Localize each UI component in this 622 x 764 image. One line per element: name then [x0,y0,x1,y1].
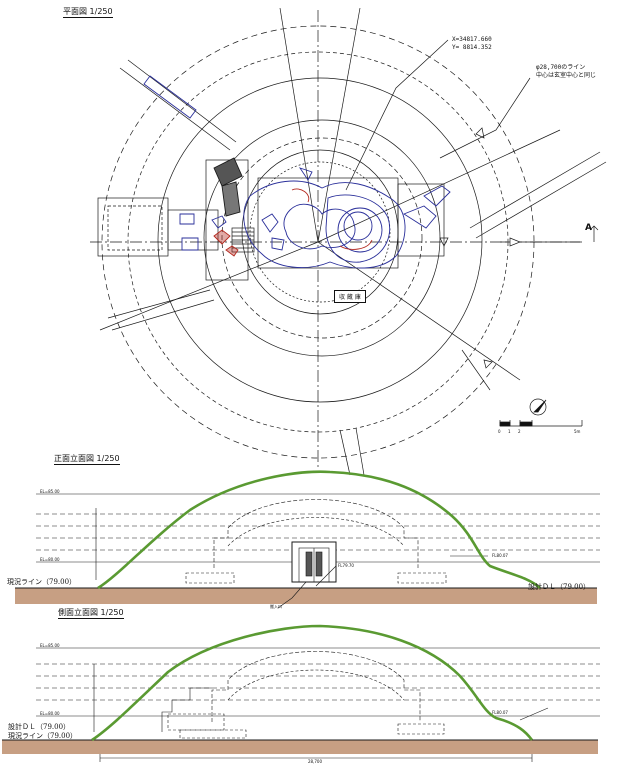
plan-road-lower-left-a [107,289,211,319]
front-ground [15,588,597,604]
section-arrow-icon [509,237,521,247]
plan-entrance-block-3 [167,209,219,251]
plan-radial-1 [317,129,561,243]
plan-right-rect [397,183,445,257]
plan-lower-leader [461,349,491,391]
plan-road-bottom-a [339,429,351,476]
plan-road-upper-left-b [127,59,237,143]
section-mark-label: A [585,223,592,233]
plan-note-leader [439,77,531,159]
front-elevation-title: 正面立面図 1/250 [54,454,120,465]
plan-road-lower-left-b [111,299,215,331]
plan-circle-3 [157,77,483,403]
plan-entrance-block-2 [107,205,163,251]
side-inner-vault [211,651,421,722]
scale-label-1: 1 [508,429,511,434]
front-design-ground-label: 設計ＤＬ（79.00） [528,583,591,591]
plan-coordinate-y: Y= 8814.352 [452,44,492,51]
front-footing-left [185,572,235,584]
front-level-bottom-label: EL=80.00 [40,557,60,562]
plan-radial-4 [317,7,361,243]
plan-radial-5 [279,7,319,243]
plan-marker-triangle-1 [475,127,485,139]
plan-road-right-a [469,151,601,229]
front-level-top-label: EL=85.00 [40,489,60,494]
plan-coordinate-x: X=34817.660 [452,36,492,43]
plan-marker-triangle-2 [439,237,449,247]
side-span-dimension: 28,700 [308,759,322,764]
side-elevation [2,647,600,762]
plan-note-line2: 中心は玄室中心と同じ [536,72,597,79]
front-right-level-label: FL80.07 [492,553,508,558]
plan-road-right-b [475,161,607,239]
side-right-level-label: FL80.07 [492,710,508,715]
side-elevation-title: 側面立面図 1/250 [58,608,124,619]
plan-marker-triangle-3 [483,359,493,369]
plan-building-left [205,159,249,281]
scale-label-2: 2 [518,429,521,434]
plan-stone-debris [143,75,451,269]
front-inner-vault [213,499,419,568]
plan-road-upper-left-a [119,67,231,151]
plan-view [90,7,607,476]
scale-label-0: 0 [498,429,501,434]
plan-radial-2 [317,241,521,381]
plan-note-line1: φ28,700のライン [536,64,586,71]
plan-coord-leader [345,39,449,191]
side-mound-outline [91,624,534,742]
side-ground [2,740,598,754]
scale-label-5m: 5m [574,429,581,434]
side-design-ground-label: 設計ＤＬ（79.00） [8,723,71,731]
plan-circle-5 [221,137,423,339]
plan-radial-3 [99,241,319,331]
storage-room-label: 収 蔵 庫 [334,290,366,303]
front-door-level-label: FL79.70 [338,563,354,568]
front-elevation [15,493,600,609]
plan-circle-4 [203,119,441,357]
north-arrow-icon [529,398,547,416]
side-footing-left [179,729,247,739]
side-existing-ground-label: 現況ライン（79.00） [8,732,78,740]
front-existing-ground-label: 現況ライン（79.00） [7,578,77,586]
side-stepped-block [161,687,212,732]
side-level-bottom-label: EL=80.00 [40,711,60,716]
plan-title: 平面図 1/250 [63,7,113,18]
plan-entrance-block-1 [97,197,169,257]
side-footing-right [397,723,445,735]
front-mound-outline [97,470,541,590]
plan-road-bottom-b [355,427,365,476]
side-level-top-label: EL=85.00 [40,643,60,648]
front-footing-right [397,572,447,584]
front-entrance-note: 搬入口 [270,604,282,609]
